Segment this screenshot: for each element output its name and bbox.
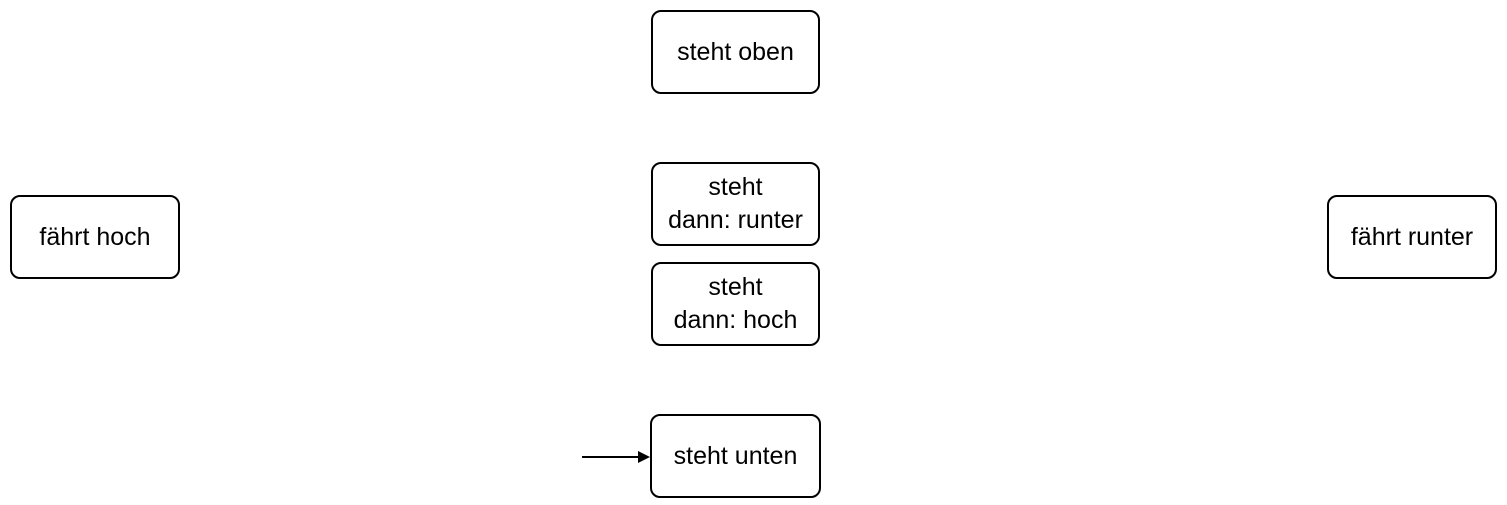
state-node-faehrt-runter[interactable]: fährt runter bbox=[1327, 195, 1497, 279]
arrow-head-icon bbox=[638, 451, 650, 463]
state-node-label: fährt hoch bbox=[39, 222, 151, 251]
state-node-label: fährt runter bbox=[1350, 222, 1474, 251]
state-node-label: steht oben bbox=[677, 37, 794, 66]
state-node-label: steht dann: runter bbox=[668, 173, 803, 234]
state-node-steht-dann-runter[interactable]: steht dann: runter bbox=[651, 162, 820, 246]
state-node-label: steht unten bbox=[673, 441, 798, 470]
state-node-faehrt-hoch[interactable]: fährt hoch bbox=[10, 195, 180, 279]
state-node-steht-dann-hoch[interactable]: steht dann: hoch bbox=[651, 262, 820, 346]
state-node-label: steht dann: hoch bbox=[673, 273, 798, 334]
state-node-steht-oben[interactable]: steht oben bbox=[651, 10, 820, 94]
state-node-steht-unten[interactable]: steht unten bbox=[650, 414, 821, 498]
initial-state-arrow-icon bbox=[582, 451, 650, 463]
